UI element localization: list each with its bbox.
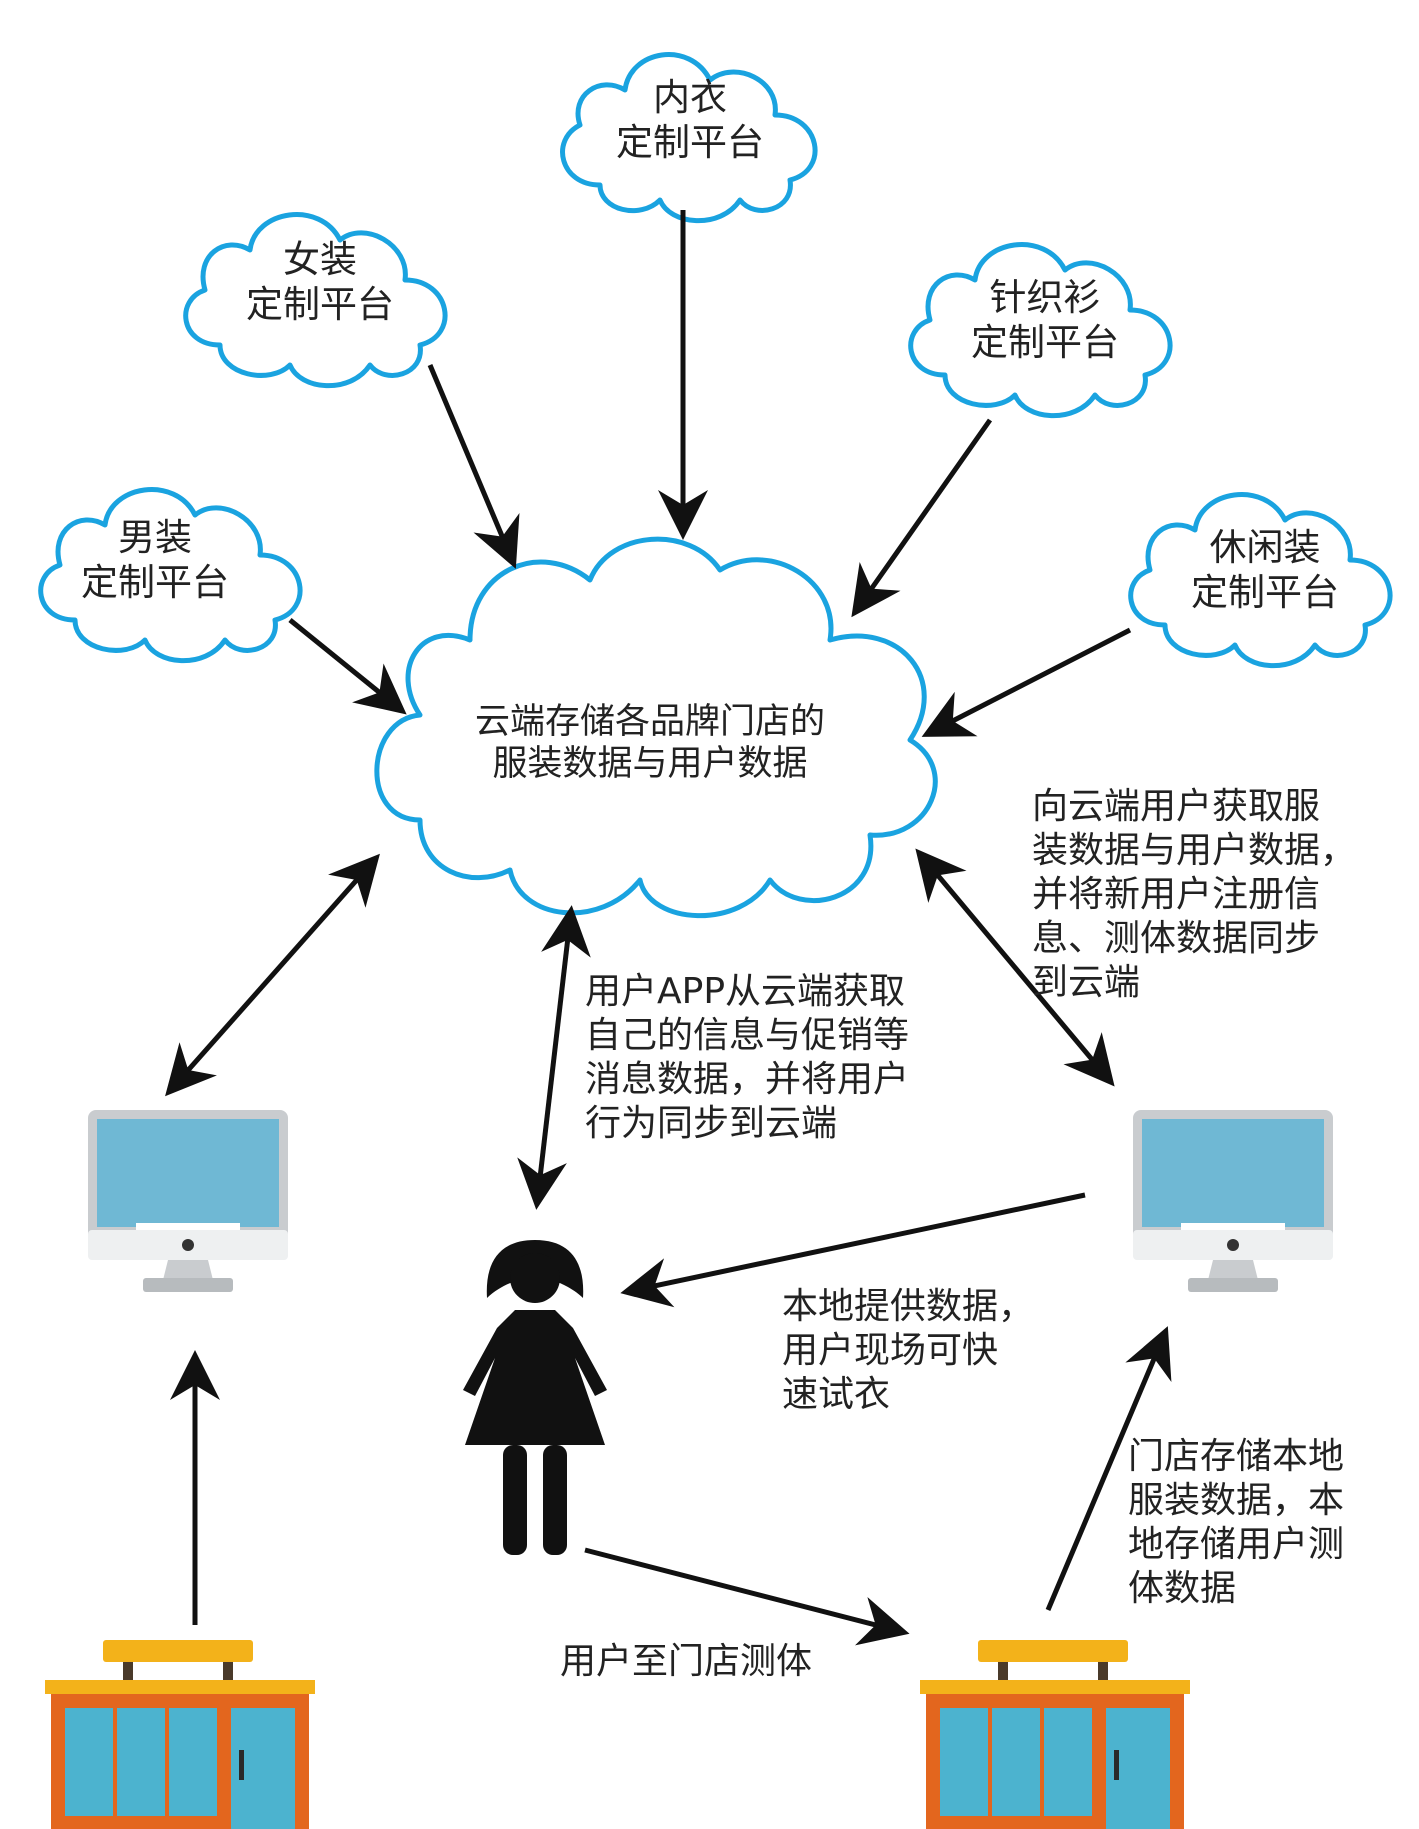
- arrow-cloud-left-terminal: [165, 853, 380, 1097]
- note-line: 息、测体数据同步: [1032, 918, 1320, 959]
- note-line: 装数据与用户数据，: [1032, 830, 1356, 871]
- arrow-men-to-cloud: [288, 618, 407, 715]
- note-line: 到云端: [1032, 962, 1140, 1003]
- arrow-knitwear-to-cloud: [851, 418, 993, 618]
- platform-cloud-underwear: 内衣 定制平台: [560, 52, 818, 224]
- note-line: 向云端用户获取服: [1032, 786, 1320, 827]
- monitor-icon: [1133, 1110, 1333, 1292]
- platform-label-line1: 休闲装: [1210, 526, 1321, 569]
- central-cloud-shape: [374, 536, 938, 919]
- platform-cloud-shape: [38, 487, 303, 664]
- central-cloud: 云端存储各品牌门店的 服装数据与用户数据: [374, 536, 938, 919]
- arrow-user-to-store: [584, 1547, 910, 1646]
- note-line: 消息数据，并将用户: [585, 1059, 909, 1100]
- platform-label-line1: 内衣: [653, 76, 727, 119]
- platform-label-line2: 定制平台: [971, 321, 1119, 364]
- arrow-cloud-user: [517, 905, 591, 1210]
- arrow-women-to-cloud: [427, 364, 520, 569]
- platform-cloud-shape: [183, 212, 448, 389]
- note-line: 体数据: [1128, 1568, 1236, 1609]
- note-line: 自己的信息与促销等: [585, 1015, 909, 1056]
- platform-label-line2: 定制平台: [616, 121, 764, 164]
- platform-cloud-casual: 休闲装 定制平台: [1128, 492, 1393, 669]
- platform-cloud-knitwear: 针织衫 定制平台: [908, 242, 1173, 419]
- platform-cloud-women: 女装 定制平台: [183, 212, 448, 389]
- platform-cloud-shape: [560, 52, 818, 224]
- store-icon: [920, 1640, 1190, 1829]
- arrow-cloud-right-terminal: [915, 848, 1115, 1087]
- note-line: 并将新用户注册信: [1032, 874, 1320, 915]
- monitor-icon: [88, 1110, 288, 1292]
- note-line: 行为同步到云端: [585, 1103, 837, 1144]
- person-icon: [463, 1240, 607, 1555]
- note-local-data: 本地提供数据， 用户现场可快 速试衣: [782, 1286, 1034, 1415]
- platform-label-line2: 定制平台: [1191, 571, 1339, 614]
- note-line: 门店存储本地: [1128, 1436, 1344, 1477]
- store-icon: [45, 1640, 315, 1829]
- platform-label-line1: 男装: [118, 516, 192, 559]
- platform-cloud-shape: [908, 242, 1173, 419]
- platform-cloud-men: 男装 定制平台: [38, 487, 303, 664]
- note-line: 本地提供数据，: [782, 1286, 1034, 1327]
- note-app-sync: 用户APP从云端获取 自己的信息与促销等 消息数据，并将用户 行为同步到云端: [585, 971, 909, 1144]
- note-store-sync: 向云端用户获取服 装数据与用户数据， 并将新用户注册信 息、测体数据同步 到云端: [1032, 786, 1356, 1003]
- arrow-right-terminal-to-user: [620, 1192, 1086, 1308]
- note-user-to-store: 用户至门店测体: [560, 1641, 812, 1682]
- note-line: 地存储用户测: [1128, 1524, 1344, 1565]
- note-line: 速试衣: [782, 1374, 890, 1415]
- central-cloud-line1: 云端存储各品牌门店的: [475, 702, 825, 742]
- platform-label-line2: 定制平台: [81, 561, 229, 604]
- platform-cloud-shape: [1128, 492, 1393, 669]
- arrow-right-store-to-terminal: [1045, 1326, 1172, 1611]
- note-line: 服装数据，本: [1128, 1480, 1344, 1521]
- platform-label-line1: 女装: [283, 238, 357, 281]
- note-store-storage: 门店存储本地 服装数据，本 地存储用户测 体数据: [1128, 1436, 1344, 1609]
- note-line: 用户APP从云端获取: [585, 971, 905, 1012]
- central-cloud-line2: 服装数据与用户数据: [492, 744, 807, 784]
- note-line: 用户现场可快: [782, 1330, 998, 1371]
- arrow-casual-to-cloud: [921, 627, 1132, 737]
- platform-label-line2: 定制平台: [246, 283, 394, 326]
- platform-label-line1: 针织衫: [990, 276, 1101, 319]
